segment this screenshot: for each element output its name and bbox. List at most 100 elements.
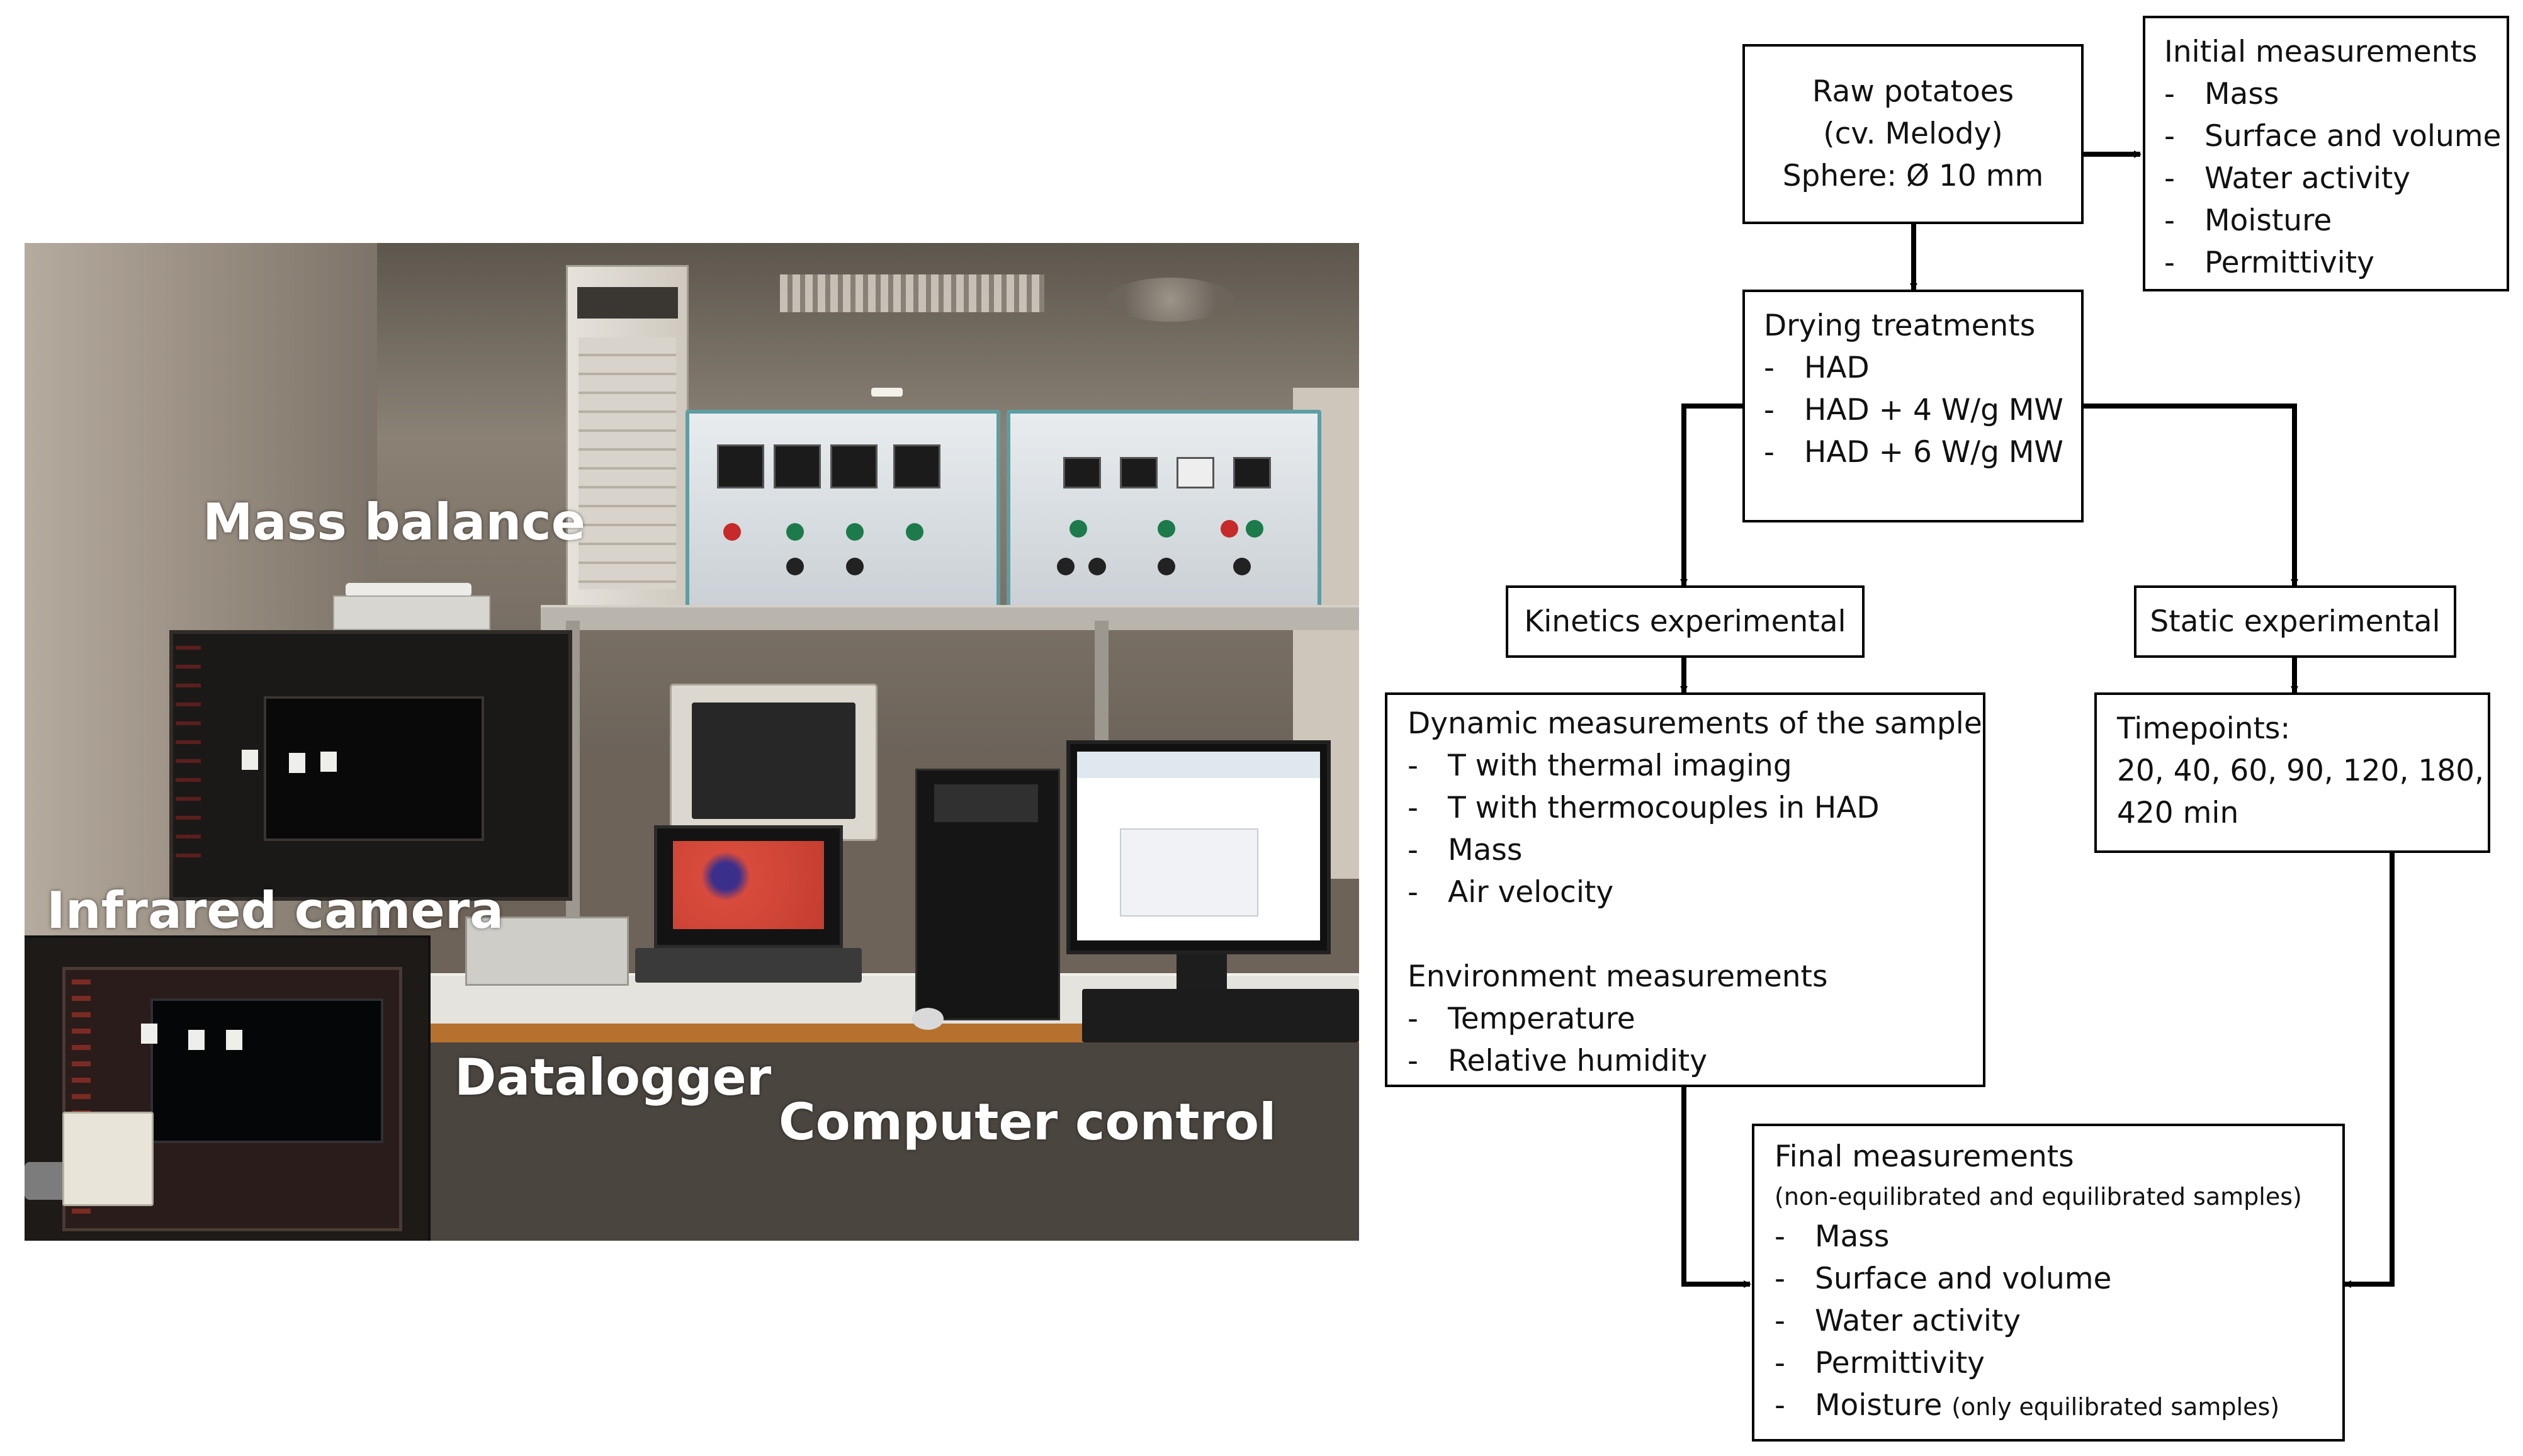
box-kinetics-experimental: Kinetics experimental [1506,585,1865,658]
kinetics-title: Kinetics experimental [1524,604,1846,639]
box-dynamic-measurements: Dynamic measurements of the sample -T wi… [1385,692,1985,1087]
environment-item: -Temperature [1408,1002,1635,1036]
initial-item: -Water activity [2164,161,2411,196]
panel-knob [786,523,804,541]
raw-line-3: Sphere: Ø 10 mm [1782,159,2044,193]
panel-knob [1158,558,1175,575]
ceiling-diffuser [1107,278,1233,322]
final-item: -Surface and volume [1775,1261,2112,1296]
arrow-timepoints-to-final [2344,853,2395,1288]
dynamic-item: -Air velocity [1408,875,1614,910]
label-datalogger: Datalogger [454,1048,772,1107]
panel-knob [1246,520,1263,538]
panel-knob [1158,520,1175,538]
drive-bay [934,784,1038,822]
final-item: -Permittivity [1775,1346,1985,1380]
box-static-experimental: Static experimental [2134,585,2456,658]
label-mass-balance: Mass balance [203,493,585,551]
raw-line-1: Raw potatoes [1812,74,2014,109]
dynamic-title: Dynamic measurements of the sample [1408,706,1982,741]
panel-knob [1233,558,1251,575]
panel-knob [723,523,741,541]
crt-screen [692,703,855,819]
initial-item: -Mass [2164,77,2279,111]
environment-title: Environment measurements [1408,959,1828,994]
laptop-base [635,948,862,983]
box-final-measurements: Final measurements (non-equilibrated and… [1752,1124,2345,1442]
panel-knob [846,558,864,575]
infrared-camera-body [62,1112,154,1206]
panel-display [1120,457,1158,488]
final-item: -Mass [1775,1219,1890,1254]
final-title: Final measurements [1775,1139,2074,1174]
panel-knob [1070,520,1087,538]
final-item: -Moisture (only equilibrated samples) [1775,1388,2280,1423]
control-panel-right [1007,410,1321,618]
datalogger-device [465,917,629,986]
monitor-stand [1177,954,1227,992]
final-item: -Water activity [1775,1304,2021,1338]
mass-balance [333,595,490,630]
monitor-plot [1120,828,1258,917]
drying-item: -HAD [1764,351,1870,385]
box-drying-treatments: Drying treatments -HAD -HAD + 4 W/g MW -… [1742,290,2084,522]
panel-knob [1221,520,1238,538]
initial-item: -Moisture [2164,203,2332,238]
drying-item: -HAD + 4 W/g MW [1764,393,2063,427]
dynamic-item: -T with thermal imaging [1408,748,1792,783]
balance-pan [346,583,471,597]
arrow-dynamic-to-final [1681,1087,1751,1288]
panel-display [1063,457,1101,488]
arrow-drying-to-static [2084,404,2298,587]
panel-display [717,444,764,488]
dynamic-item: -Mass [1408,833,1523,867]
timepoints-line-2: 420 min [2117,796,2239,830]
panel-knob [846,523,864,541]
timepoints-line-1: 20, 40, 60, 90, 120, 180, [2117,753,2484,788]
tower-vents [579,337,676,589]
panel-knob [786,558,804,575]
box-timepoints: Timepoints: 20, 40, 60, 90, 120, 180, 42… [2094,692,2490,853]
chamber-holes [176,646,201,866]
drying-item: -HAD + 6 W/g MW [1764,435,2063,470]
potato-sample [141,1024,157,1044]
panel-meter [1177,457,1214,488]
drying-title: Drying treatments [1764,308,2036,343]
panel-knob [1057,558,1075,575]
static-title: Static experimental [2150,604,2441,639]
potato-sample [320,752,337,772]
box-initial-measurements: Initial measurements -Mass -Surface and … [2143,16,2509,291]
moisture-note: (only equilibrated samples) [1951,1393,2280,1421]
initial-item: -Surface and volume [2164,119,2502,154]
label-infrared-camera: Infrared camera [47,881,504,940]
panel-display [1233,457,1271,488]
ceiling-light [871,388,903,397]
final-subtitle: (non-equilibrated and equilibrated sampl… [1775,1183,2302,1211]
panel-knob [906,523,923,541]
dynamic-item: -T with thermocouples in HAD [1408,791,1880,825]
shelf [541,605,1359,630]
tower-slot [577,287,678,319]
ceiling-vent [780,274,1044,312]
environment-item: -Relative humidity [1408,1044,1708,1078]
label-computer-control: Computer control [779,1093,1277,1151]
panel-display [830,444,878,488]
potato-sample [289,753,305,773]
raw-line-2: (cv. Melody) [1823,116,2003,151]
panel-display [893,444,940,488]
spacer [1408,913,1983,956]
initial-title: Initial measurements [2164,35,2478,69]
arrow-drying-to-kinetics [1680,404,1742,587]
thermal-image [673,841,824,929]
panel-display [774,444,821,488]
potato-sample [242,750,258,770]
lab-setup-photo [25,243,1359,1241]
mouse [912,1008,944,1030]
potato-sample [226,1030,242,1050]
inset-window [150,998,383,1143]
potato-sample [188,1030,205,1050]
initial-item: -Permittivity [2164,245,2374,280]
keyboard [1082,989,1359,1042]
